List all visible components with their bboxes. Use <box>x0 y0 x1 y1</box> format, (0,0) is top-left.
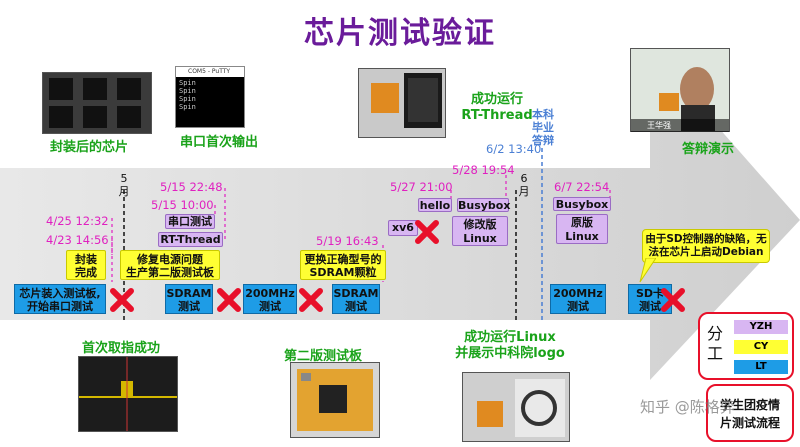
date-6-7: 6/7 22:54 <box>554 180 610 194</box>
terminal-line: Spin <box>179 87 196 95</box>
putty-terminal: Spin Spin Spin Spin <box>176 77 244 113</box>
terminal-line: Spin <box>179 79 196 87</box>
date-5-15a: 5/15 22:48 <box>160 180 223 194</box>
date-5-15b: 5/15 10:00 <box>151 198 214 212</box>
caption-packaged-chip: 封装后的芯片 <box>50 140 129 155</box>
caption-board-v2: 第二版测试板 <box>284 349 363 364</box>
fail-x-icon <box>661 288 685 312</box>
linux-logo-photo <box>462 372 570 442</box>
putty-window: COM5 - PuTTY Spin Spin Spin Spin <box>175 66 245 128</box>
terminal-line: Spin <box>179 103 196 111</box>
date-4-23: 4/23 14:56 <box>46 233 109 247</box>
caption-serial-output: 串口首次输出 <box>180 135 259 150</box>
date-5-19: 5/19 16:43 <box>316 234 379 248</box>
tag-rt-thread: RT-Thread <box>158 232 223 247</box>
tag-200mhz-test-1: 200MHz 测试 <box>243 284 297 314</box>
division-label: 分 工 <box>707 324 724 363</box>
participant-name: 王华强 <box>631 119 729 132</box>
tag-packaging-done: 封装 完成 <box>66 250 106 280</box>
tag-200mhz-test-2: 200MHz 测试 <box>550 284 606 314</box>
slide-title: 芯片测试验证 <box>304 16 496 51</box>
tag-hello: hello <box>418 198 452 212</box>
date-5-28: 5/28 19:54 <box>452 163 515 177</box>
sd-note-pointer <box>639 258 656 283</box>
watermark: 知乎 @陈格弈 <box>640 398 735 416</box>
oscilloscope-photo <box>78 356 178 432</box>
defense-label: 本科 毕业 答辩 <box>532 108 554 147</box>
tag-sdram-swap: 更换正确型号的 SDRAM颗粒 <box>300 250 386 280</box>
tag-sdram-test-2: SDRAM 测试 <box>332 284 380 314</box>
terminal-line: Spin <box>179 95 196 103</box>
date-4-25: 4/25 12:32 <box>46 214 109 228</box>
member-cy: CY <box>734 340 788 354</box>
caption-rtthread: 成功运行 RT-Thread <box>461 92 533 123</box>
tag-fix-power: 修复电源问题 生产第二版测试板 <box>120 250 220 280</box>
fail-x-icon <box>217 288 241 312</box>
test-board-photo <box>290 362 380 438</box>
tag-linux-original: 原版 Linux <box>556 214 608 244</box>
tag-sdcard-test: SD卡 测试 <box>628 284 672 314</box>
footer-box: 学生团疫情 片测试流程 <box>706 384 794 442</box>
tag-busybox-2: Busybox <box>553 197 611 211</box>
tag-sd-note: 由于SD控制器的缺陷，无 法在芯片上启动Debian <box>642 229 770 263</box>
tag-sdram-test-1: SDRAM 测试 <box>165 284 213 314</box>
fail-x-icon <box>299 288 323 312</box>
fail-x-icon <box>415 220 439 244</box>
rtthread-photo <box>358 68 446 138</box>
tag-mount-chip: 芯片装入测试板, 开始串口测试 <box>14 284 106 314</box>
caption-first-fetch: 首次取指成功 <box>82 341 161 356</box>
member-yzh: YZH <box>734 320 788 334</box>
date-5-27: 5/27 21:00 <box>390 180 453 194</box>
tag-serial-test: 串口测试 <box>165 214 215 229</box>
date-6-2: 6/2 13:40 <box>486 142 542 156</box>
video-call-window: 王华强 <box>630 48 730 132</box>
month-may: 5 月 <box>118 172 130 198</box>
member-lt: LT <box>734 360 788 374</box>
month-june: 6 月 <box>518 172 530 198</box>
fail-x-icon <box>110 288 134 312</box>
division-panel: 分 工 YZH CY LT <box>698 312 794 380</box>
tag-xv6: xv6 <box>388 220 418 236</box>
putty-title: COM5 - PuTTY <box>176 67 244 77</box>
tag-busybox-1: Busybox <box>457 198 511 212</box>
packaged-chip-photo <box>42 72 152 134</box>
tag-linux-modified: 修改版 Linux <box>452 216 508 246</box>
caption-linux-logo: 成功运行Linux 并展示中科院logo <box>455 330 565 361</box>
caption-defense-demo: 答辩演示 <box>682 142 735 157</box>
